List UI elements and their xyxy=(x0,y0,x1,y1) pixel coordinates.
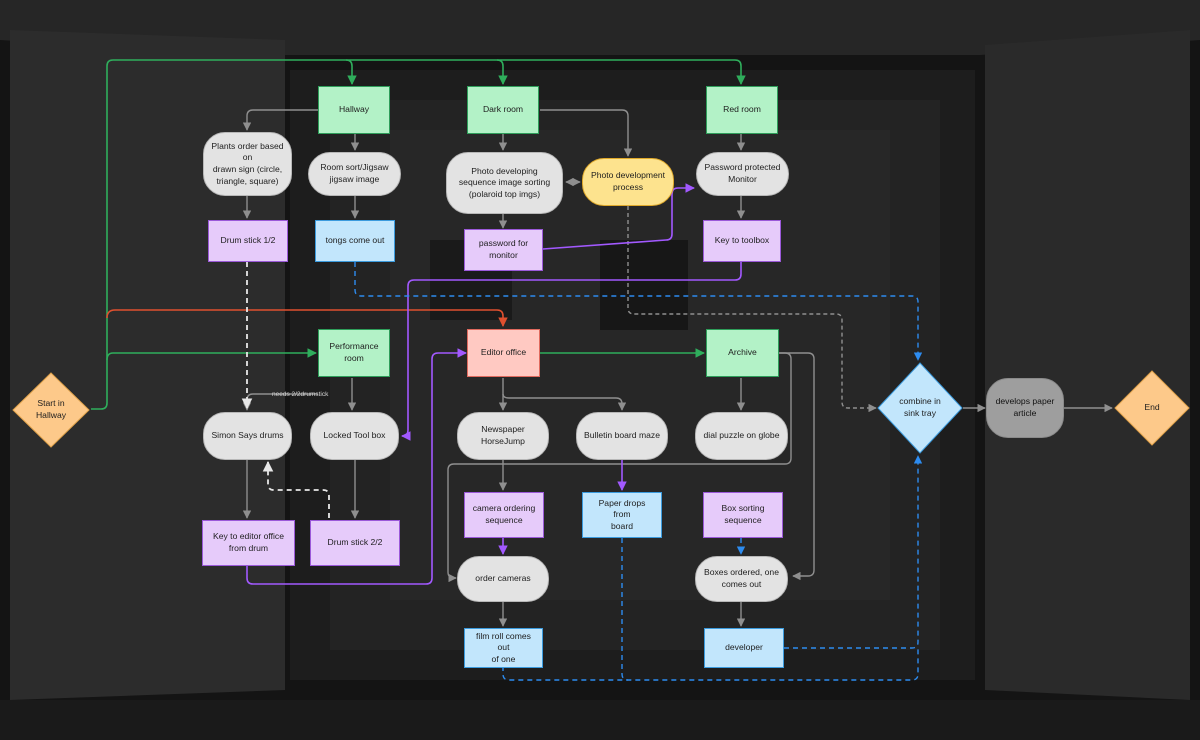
edge-label-needs-drumstick: needs 2/2drumstick xyxy=(272,391,329,398)
combine-diamond-shape xyxy=(877,362,963,454)
photo-development-process[interactable]: Photo development process xyxy=(582,158,674,206)
boxes-ordered-puzzle[interactable]: Boxes ordered, one comes out xyxy=(695,556,788,602)
combine-sink-tray-node[interactable]: combine in sink tray xyxy=(877,362,963,454)
archive-node[interactable]: Archive xyxy=(706,329,779,377)
tongs-item[interactable]: tongs come out xyxy=(315,220,395,262)
dial-puzzle-globe[interactable]: dial puzzle on globe xyxy=(695,412,788,460)
locked-tool-box-puzzle[interactable]: Locked Tool box xyxy=(310,412,399,460)
red-room-node[interactable]: Red room xyxy=(706,86,778,134)
newspaper-horsejump-puzzle[interactable]: Newspaper HorseJump xyxy=(457,412,549,460)
end-diamond-shape xyxy=(1114,370,1190,446)
start-label: Start in Hallway xyxy=(35,398,67,420)
hallway-node[interactable]: Hallway xyxy=(318,86,390,134)
dark-room-node[interactable]: Dark room xyxy=(467,86,539,134)
combine-label: combine in sink tray xyxy=(899,396,941,418)
start-diamond-shape xyxy=(12,372,90,448)
performance-room-node[interactable]: Performance room xyxy=(318,329,390,377)
paper-drops-item[interactable]: Paper drops from board xyxy=(582,492,662,538)
photo-sequence-puzzle[interactable]: Photo developing sequence image sorting … xyxy=(446,152,563,214)
start-node[interactable]: Start in Hallway xyxy=(12,372,90,448)
drum-stick-2-item[interactable]: Drum stick 2/2 xyxy=(310,520,400,566)
bulletin-board-maze-puzzle[interactable]: Bulletin board maze xyxy=(576,412,668,460)
plants-order-puzzle[interactable]: Plants order based on drawn sign (circle… xyxy=(203,132,292,196)
film-roll-item[interactable]: film roll comes out of one xyxy=(464,628,543,668)
key-to-toolbox-item[interactable]: Key to toolbox xyxy=(703,220,781,262)
password-monitor-puzzle[interactable]: Password protected Monitor xyxy=(696,152,789,196)
box-sorting-sequence-item[interactable]: Box sorting sequence xyxy=(703,492,783,538)
drum-stick-1-item[interactable]: Drum stick 1/2 xyxy=(208,220,288,262)
editor-office-node[interactable]: Editor office xyxy=(467,329,540,377)
simon-says-drums-puzzle[interactable]: Simon Says drums xyxy=(203,412,292,460)
developer-item[interactable]: developer xyxy=(704,628,784,668)
end-node[interactable]: End xyxy=(1114,370,1190,446)
room-sort-jigsaw-puzzle[interactable]: Room sort/Jigsaw jigsaw image xyxy=(308,152,401,196)
end-label: End xyxy=(1144,402,1160,413)
develops-paper-article-node[interactable]: develops paper article xyxy=(986,378,1064,438)
order-cameras-puzzle[interactable]: order cameras xyxy=(457,556,549,602)
password-for-monitor-item[interactable]: password for monitor xyxy=(464,229,543,271)
key-to-editor-office-item[interactable]: Key to editor office from drum xyxy=(202,520,295,566)
camera-ordering-sequence-item[interactable]: camera ordering sequence xyxy=(464,492,544,538)
